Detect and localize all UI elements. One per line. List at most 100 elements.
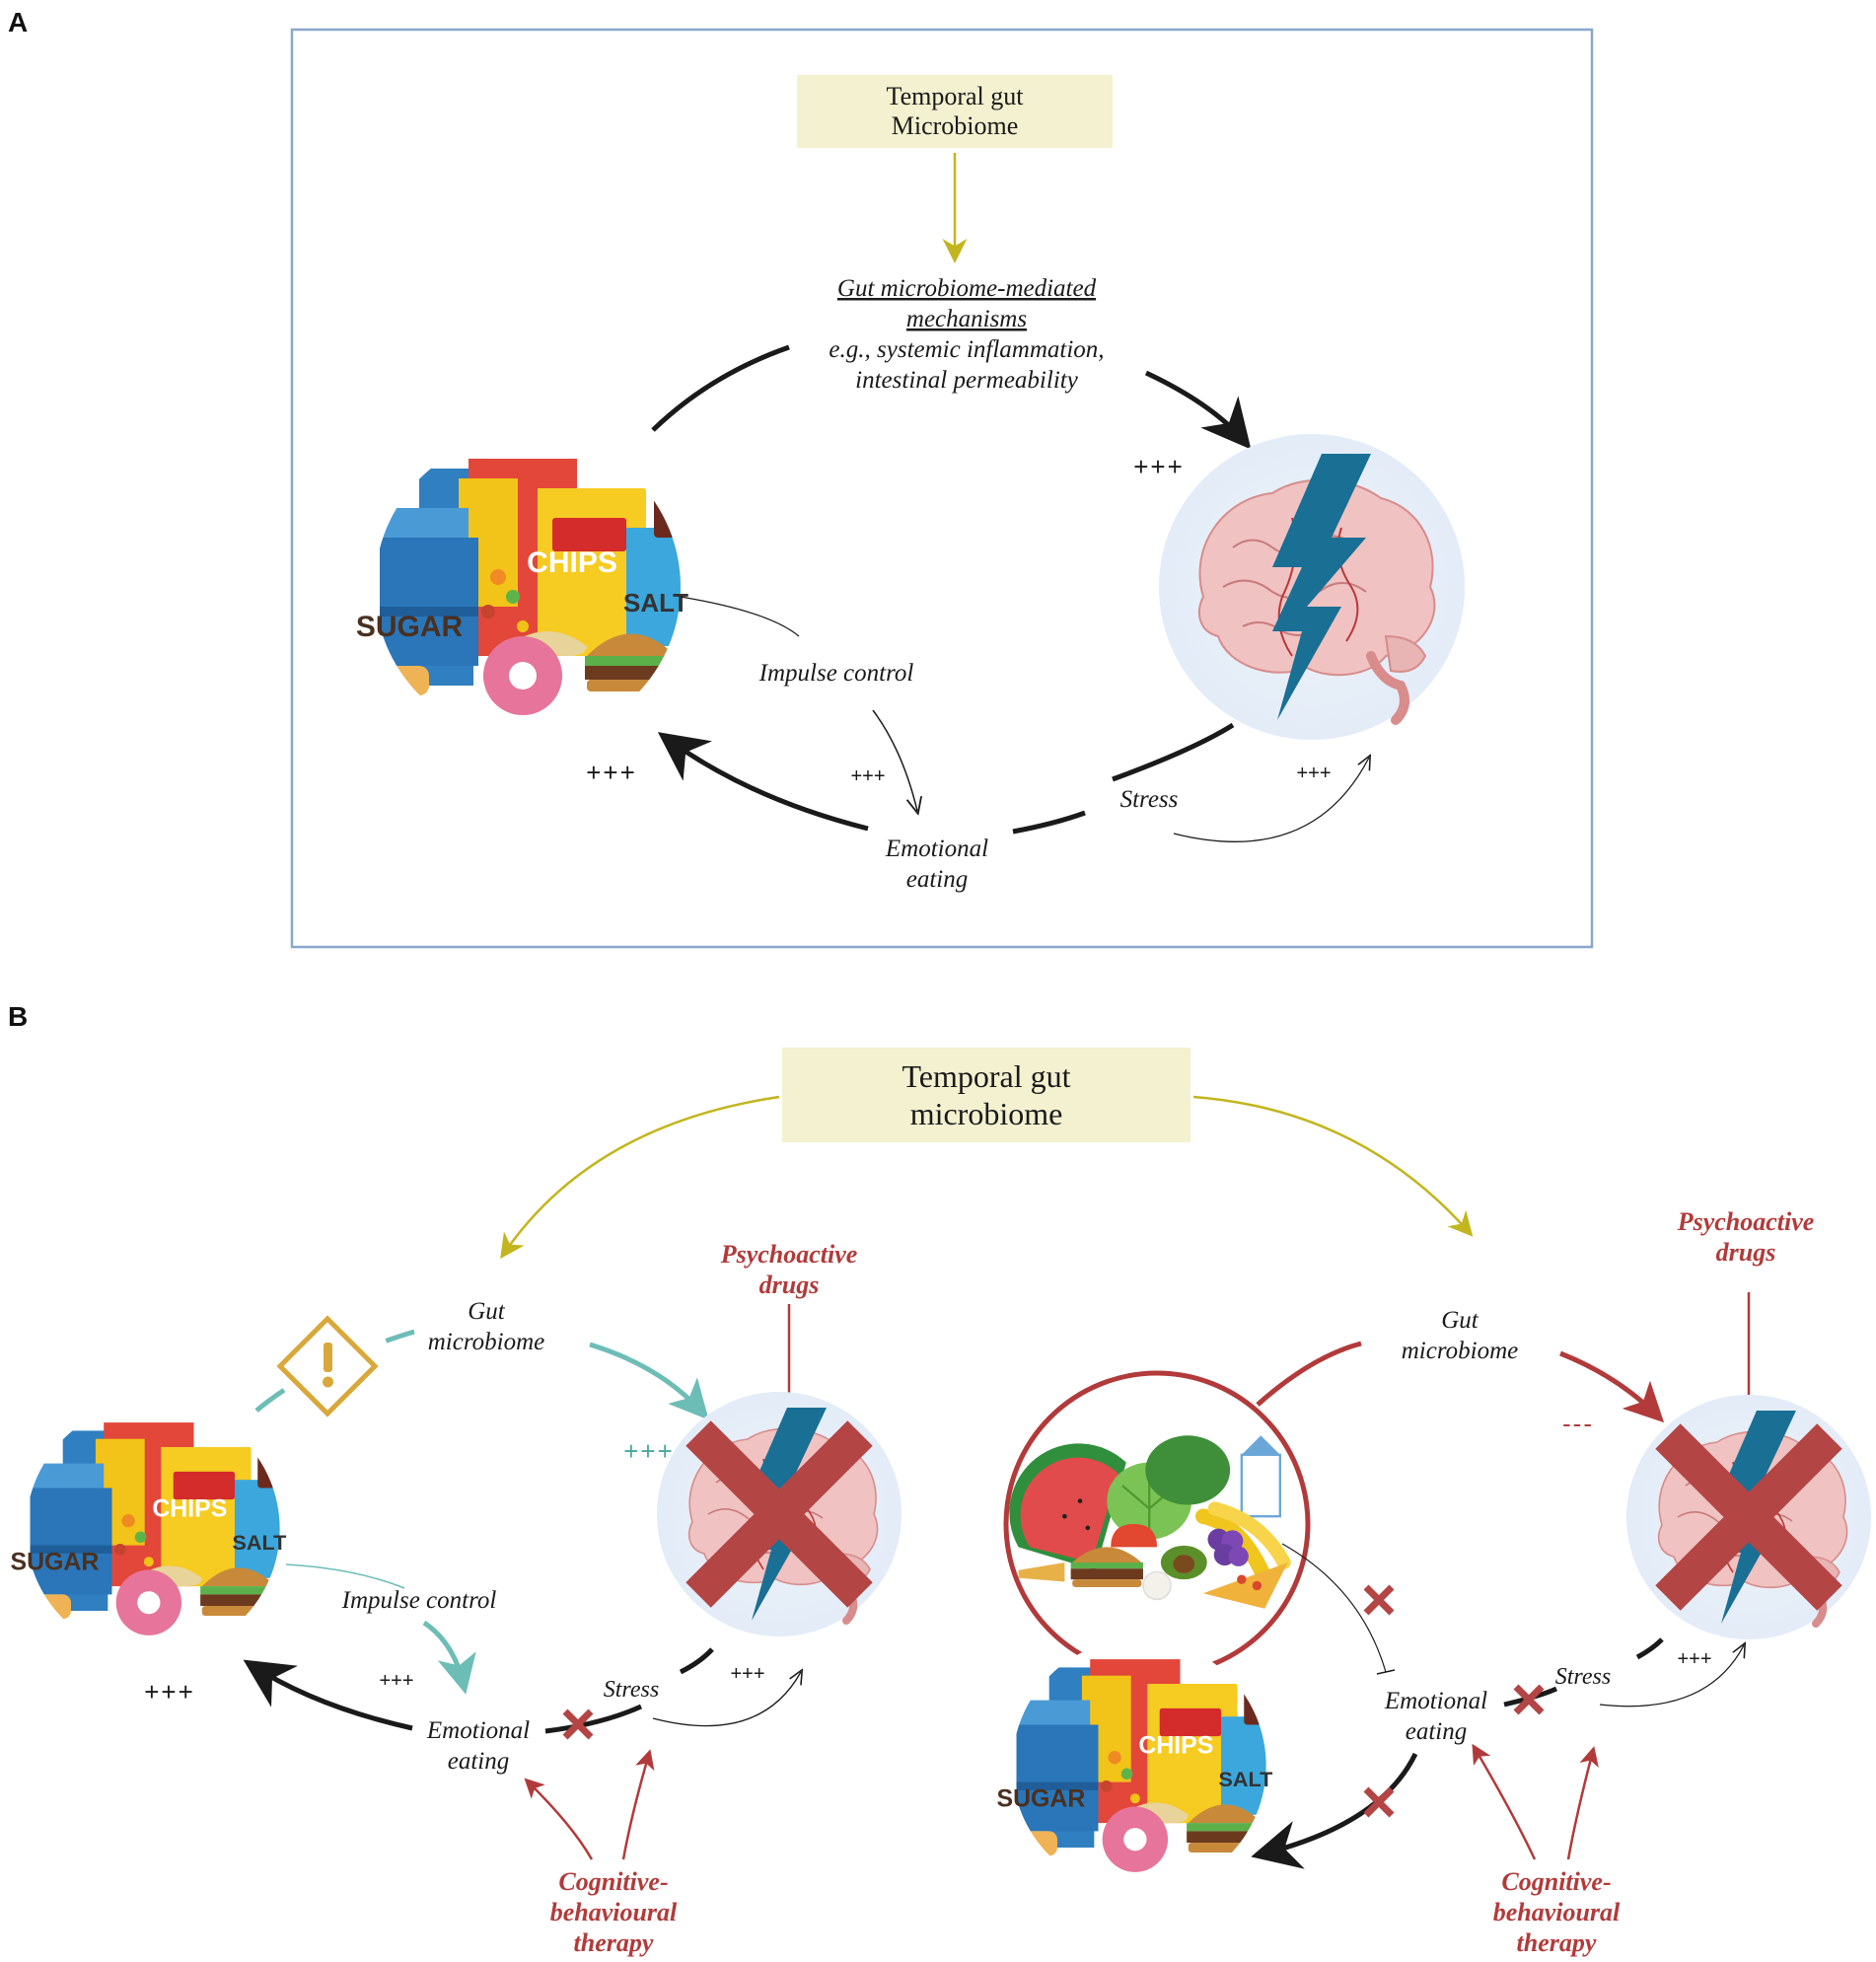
panel-b-left-scenario: Gut microbiome Psychoactive drugs +++: [10, 1240, 902, 1957]
panel-a-sugar-label: SUGAR: [356, 611, 464, 643]
panel-a-letter: A: [8, 7, 28, 37]
panel-b-source-line2: microbiome: [910, 1096, 1063, 1131]
panel-b-left-eating-stress-link: [544, 1704, 643, 1734]
panel-b-left-salt-label: SALT: [233, 1530, 287, 1555]
panel-b-left-drugs-line1: Psychoactive: [720, 1240, 858, 1269]
panel-b-right-stress-brain-link: [1635, 1637, 1664, 1660]
panel-b-right-junk-food-illustration: CHIPS SUGAR SALT: [996, 1638, 1273, 1893]
panel-a-source-line1: Temporal gut: [887, 82, 1025, 110]
panel-a-brain-illustration: [1159, 434, 1465, 740]
panel-b-right-drugs-line1: Psychoactive: [1677, 1207, 1815, 1236]
panel-b-right-drugs-line2: drugs: [1716, 1238, 1776, 1267]
panel-b-letter: B: [8, 1001, 28, 1032]
panel-b-left-cross-icon: [685, 1420, 873, 1608]
panel-a-mechanism-line1: Gut microbiome-mediated: [837, 275, 1097, 302]
panel-b-right-minus-brain: ---: [1562, 1409, 1594, 1438]
panel-b-right-stress-arrow: [1599, 1645, 1744, 1708]
panel-a-arc-left: [651, 344, 790, 432]
panel-b-right-cbt-line3: therapy: [1517, 1928, 1597, 1957]
panel-b-right-blocked-cross-icon-3: [1513, 1684, 1545, 1715]
panel-b-right-blocked-cross-icon-1: [1363, 1584, 1395, 1616]
panel-b-left-stress-arrow: [652, 1672, 801, 1727]
panel-a-plus-impulse: +++: [850, 765, 885, 787]
panel-b-source-box: [782, 1048, 1191, 1142]
panel-b-left-emotional-line2: eating: [448, 1748, 510, 1775]
panel-b-left-impulse-control: Impulse control: [341, 1587, 497, 1614]
panel-b-right-emotional-line2: eating: [1406, 1718, 1468, 1745]
panel-b-left-gut-line2: microbiome: [428, 1329, 545, 1355]
panel-a-emotional-line2: eating: [906, 866, 969, 893]
panel-a-source-line2: Microbiome: [892, 111, 1019, 140]
panel-b-left-gut-to-brain-arrow: [589, 1342, 709, 1420]
panel-b-left-cbt-arrow-2: [621, 1749, 655, 1860]
panel-b-left-cbt-line1: Cognitive-: [558, 1867, 668, 1896]
panel-b-left-cbt-line2: behavioural: [550, 1898, 678, 1926]
panel-b-right-eating-to-food-arrow: [1251, 1752, 1418, 1869]
panel-b-left-impulse-arrow: [422, 1620, 476, 1695]
panel-b-right-chips-label: CHIPS: [1138, 1732, 1213, 1760]
panel-a-plus-food: +++: [586, 758, 637, 787]
panel-a-emotional-line1: Emotional: [885, 836, 988, 862]
panel-b-left-cbt-line3: therapy: [574, 1928, 654, 1957]
panel-b-left-emotional-line1: Emotional: [426, 1717, 530, 1744]
panel-b-left-plus-stress: +++: [730, 1663, 764, 1685]
panel-a: A Temporal gut Microbiome Gut microbiome…: [8, 7, 1594, 949]
panel-b-left-plus-food: +++: [144, 1677, 195, 1707]
panel-a-mechanism-line3: e.g., systemic inflammation,: [829, 336, 1104, 363]
panel-a-junk-food-illustration: CHIPS SUGAR SALT: [356, 434, 688, 740]
panel-a-plus-stress: +++: [1296, 763, 1331, 784]
panel-b-left-stress: Stress: [604, 1677, 659, 1703]
panel-a-impulse-link: [680, 596, 800, 637]
panel-b-right-scenario: Gut microbiome --- Psychoactive drugs: [996, 1207, 1871, 1957]
panel-b-right-cbt-arrow-2: [1566, 1746, 1599, 1860]
panel-a-impulse-arrow: [872, 709, 917, 811]
panel-a-mechanism-line4: intestinal permeability: [855, 367, 1079, 394]
panel-b-right-plus-stress: +++: [1677, 1648, 1711, 1670]
panel-b-right-cbt-arrow-1: [1472, 1743, 1537, 1860]
panel-b-left-sugar-label: SUGAR: [10, 1549, 99, 1576]
panel-b-left-gut-line1: Gut: [468, 1298, 506, 1325]
panel-b-right-emotional-line1: Emotional: [1384, 1688, 1487, 1714]
panel-b-left-plus-impulse: +++: [379, 1670, 413, 1692]
panel-b-right-blocked-cross-icon-2: [1363, 1786, 1395, 1818]
panel-b-source-line1: Temporal gut: [902, 1058, 1070, 1094]
panel-a-eating-stress-link: [1012, 810, 1086, 835]
panel-b-right-stress: Stress: [1555, 1664, 1611, 1690]
panel-b-left-eating-to-food-arrow: [243, 1659, 413, 1731]
panel-b-left-stress-brain-link: [679, 1647, 714, 1675]
panel-a-stress-arrow: [1173, 758, 1369, 842]
panel-b-source-arrow-right: [1192, 1095, 1474, 1237]
panel-b-right-cbt-line1: Cognitive-: [1501, 1867, 1611, 1896]
panel-b-left-plus-brain: +++: [623, 1436, 675, 1466]
panel-a-arc-right: [1144, 370, 1252, 450]
panel-b-right-inhibit-bar: [1376, 1669, 1396, 1675]
panel-b-left-blocked-cross-icon: [562, 1708, 594, 1740]
panel-a-mechanism-line2: mechanisms: [906, 306, 1027, 332]
panel-b-right-healthy-to-eating-link: [1281, 1543, 1387, 1673]
panel-b-left-junk-food-illustration: CHIPS SUGAR SALT: [10, 1402, 287, 1656]
panel-b-right-sugar-label: SUGAR: [996, 1785, 1085, 1813]
panel-a-impulse-control: Impulse control: [758, 660, 914, 687]
panel-b-left-drugs-line2: drugs: [759, 1271, 820, 1299]
panel-b-right-gut-to-brain-arrow: [1559, 1350, 1665, 1423]
panel-a-salt-label: SALT: [623, 588, 688, 618]
panel-b-left-chips-label: CHIPS: [152, 1495, 227, 1523]
panel-b-right-cross-icon: [1655, 1423, 1842, 1611]
panel-a-source-box: [797, 75, 1113, 148]
panel-a-plus-brain: +++: [1133, 452, 1185, 481]
panel-b-right-salt-label: SALT: [1219, 1767, 1273, 1791]
panel-a-stress-brain-link: [1112, 722, 1235, 782]
panel-b-left-impulse-link: [285, 1563, 405, 1589]
panel-a-frame: [290, 28, 1594, 949]
panel-b-right-gut-line1: Gut: [1441, 1307, 1479, 1334]
panel-a-chips-label: CHIPS: [527, 546, 617, 579]
panel-b-source-arrow-left: [500, 1095, 780, 1260]
panel-b-right-gut-to-healthy-link: [1256, 1341, 1362, 1407]
panel-b-right-healthy-food-illustration: [1006, 1370, 1311, 1678]
panel-b-right-cbt-line2: behavioural: [1493, 1898, 1621, 1926]
panel-a-stress: Stress: [1120, 786, 1179, 813]
warning-icon: [276, 1315, 379, 1417]
panel-b: B Temporal gut microbiome Gut microbiome…: [8, 1001, 1871, 1957]
